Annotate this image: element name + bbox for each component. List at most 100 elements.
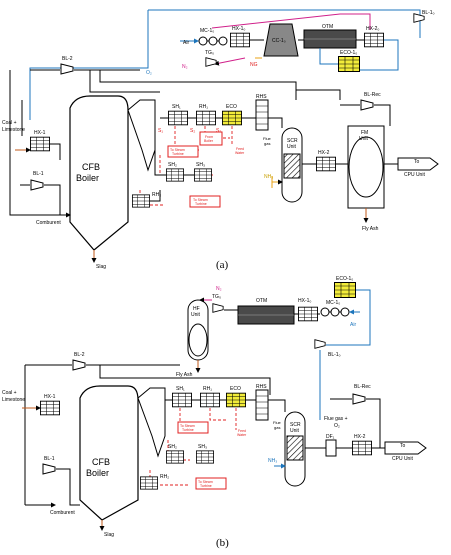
bl-rec-label-b: BL-Rec [354, 384, 371, 390]
hx1o-label-b: HX-1₀ [298, 298, 311, 304]
hx1-label-b: HX-1 [44, 394, 56, 400]
bl1o-blower-icon-b [314, 339, 326, 349]
n2-line [211, 13, 371, 30]
bl1o-label-a: BL-1₀ [422, 10, 435, 16]
hx2-exchanger-icon-b [352, 440, 372, 456]
comburent-label-a: Comburent [36, 220, 61, 226]
bl2-blower-icon [60, 63, 74, 75]
eco1o-label-a: ECO-1₀ [340, 50, 357, 56]
bl-rec-blower-icon-b [352, 393, 366, 405]
sh3-exchanger-icon-b [196, 450, 214, 464]
sh1-exchanger-icon-b [172, 392, 192, 408]
mc1-compressor-icon-b [320, 307, 350, 317]
n2-label-b: N₂ [216, 286, 222, 292]
to-cpu-arrow-b [384, 441, 427, 455]
mc1-compressor-icon [198, 36, 228, 46]
coal-label-a: Coal +Limestone [2, 120, 25, 133]
to-steam-turbine-box [167, 145, 199, 158]
sh1-exchanger-icon [168, 110, 188, 126]
tgo-label-a: TG₀ [205, 50, 214, 56]
rh1-exchanger-icon [196, 110, 216, 126]
rh1-exchanger-icon-b [200, 392, 220, 408]
n2-out-line [214, 57, 246, 66]
eco1o-label-b: ECO-1₀ [336, 276, 353, 282]
eco-label-b: ECO [230, 386, 241, 392]
cfb-boiler-icon-b [79, 385, 139, 521]
s3-label-a: S₃ [216, 128, 221, 134]
to-steam-turbine-box-b2 [195, 477, 227, 490]
coal-label-b: Coal +Limestone [2, 390, 25, 403]
flue-o2-label-b: Flue gas +O₂ [324, 416, 348, 429]
sh2-exchanger-icon-b [166, 450, 184, 464]
rh2-label-b: RH₂ [160, 474, 169, 480]
caption-b: (b) [216, 537, 229, 549]
eco-economizer-icon [222, 110, 242, 126]
eco-economizer-icon-b [226, 392, 246, 408]
o2-supply-line [29, 10, 149, 120]
air-label-b: Air [350, 322, 356, 328]
df1-label-b: DF₁ [326, 434, 335, 440]
fly-ash-label-b: Fly Ash [176, 372, 193, 378]
hx1-label-a: HX-1 [34, 130, 46, 136]
df1-icon-b [325, 439, 337, 457]
rhs-label-b: RHS [256, 384, 267, 390]
cc1o-combustor-icon [263, 23, 299, 57]
otm-label-b: OTM [256, 298, 267, 304]
hx2-exchanger-icon [316, 156, 336, 172]
eco1o-economizer-icon-b [334, 282, 356, 298]
mc1-label-b: MC-1₀ [326, 300, 340, 306]
bl2-label-a: BL-2 [62, 56, 73, 62]
hx2-label-b: HX-2 [354, 434, 366, 440]
tgo-turbine-icon [205, 57, 217, 67]
sh1-label-a: SH₁ [172, 104, 181, 110]
ng-label-a: NG [250, 62, 258, 68]
hx1-exchanger-icon [30, 136, 50, 152]
o2-loop-line [148, 9, 421, 38]
n2-label-a: N₂ [182, 64, 188, 70]
sh3-label-a: SH₃ [196, 162, 205, 168]
comburent-label-b: Comburent [50, 510, 75, 516]
bl-rec-blower-icon [360, 99, 374, 111]
tgo-turbine-icon-b [212, 303, 224, 313]
rh2-exchanger-icon-b [140, 476, 158, 490]
to-steam-turbine-box-2 [189, 195, 221, 208]
hx2o-label-a: HX-2₀ [366, 26, 379, 32]
hx2-label-a: HX-2 [318, 150, 330, 156]
to-steam-turbine-box-b [177, 421, 209, 434]
bl2-blower-icon-b [72, 359, 86, 371]
rh2-exchanger-icon [132, 194, 150, 208]
sh2-label-a: SH₂ [168, 162, 177, 168]
rh2-label-a: RH₂ [152, 192, 161, 198]
sh2-exchanger-icon [166, 168, 184, 182]
otm-label-a: OTM [322, 24, 333, 30]
tgo-label-b: TG₀ [212, 294, 221, 300]
rh1-label-b: RH₁ [203, 386, 212, 392]
bl1o-label-b: BL-1₀ [328, 352, 341, 358]
sh3-label-b: SH₃ [198, 444, 207, 450]
rh1-label-a: RH₁ [199, 104, 208, 110]
slag-label-b: Slag [104, 532, 114, 538]
rhs-icon-b [255, 389, 269, 421]
o2-label-a: O₂ [146, 70, 152, 76]
from-boiler-box [199, 131, 223, 146]
caption-a: (a) [216, 259, 229, 271]
sh3-exchanger-icon [194, 168, 212, 182]
hx1o-exchanger-icon [230, 32, 250, 48]
hx1o-label-a: HX-1₀ [232, 26, 245, 32]
sh1-label-b: SH₁ [176, 386, 185, 392]
bl1-blower-icon [30, 179, 44, 191]
